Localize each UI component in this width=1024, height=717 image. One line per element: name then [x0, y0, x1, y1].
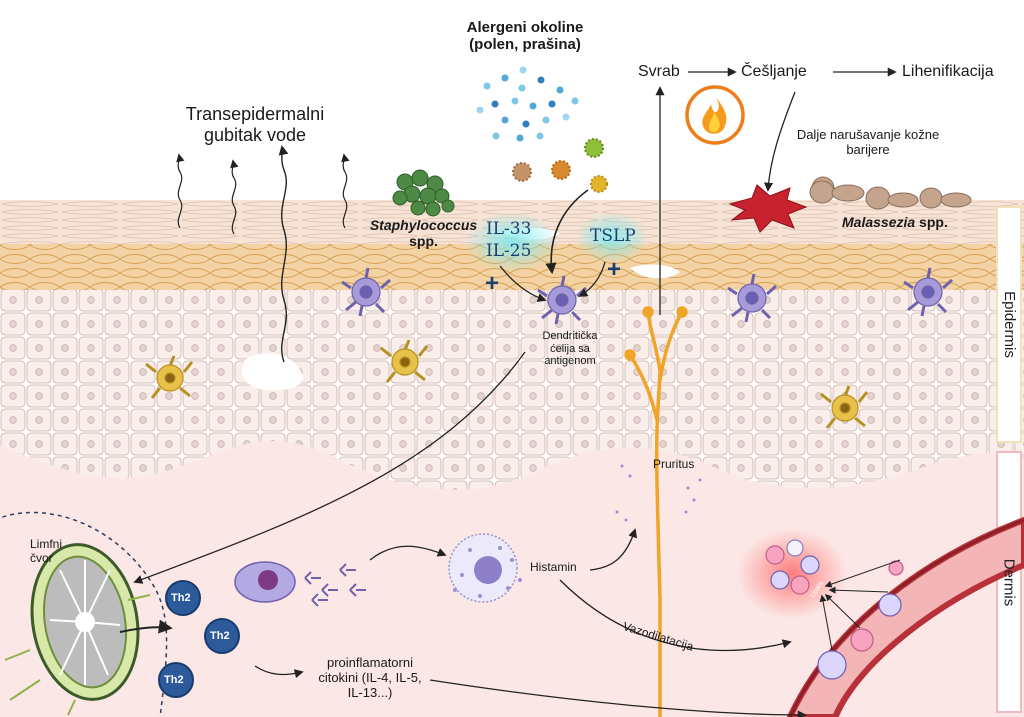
- th2-cells: [158, 580, 240, 698]
- pruritus-label: Pruritus: [653, 457, 695, 471]
- itch-label: Svrab: [638, 63, 680, 80]
- langerhans-cells: [341, 267, 953, 325]
- spinous-layer: [0, 290, 1024, 490]
- malassezia-cells: [809, 176, 972, 210]
- lichenification-label: Lihenifikacija: [902, 63, 994, 80]
- immune-cells: [765, 539, 904, 680]
- barrier-damage-star: [728, 184, 808, 233]
- lymph-node: [0, 511, 168, 717]
- th2-cell-label-3: Th2: [164, 674, 184, 686]
- flame-icon: [685, 85, 745, 145]
- il33-label: IL-33: [486, 219, 532, 239]
- scratching-label: Češljanje: [741, 63, 807, 80]
- epidermis-tag: Epidermis: [1000, 291, 1018, 358]
- mast-cell: [448, 533, 522, 603]
- histamine-label: Histamin: [530, 560, 577, 574]
- histamine-granules: [615, 464, 702, 522]
- plus-sign-left: +: [485, 270, 500, 297]
- il25-label: IL-25: [486, 241, 532, 261]
- malassezia-label: Malassezia spp.: [842, 214, 948, 230]
- melanocytes: [145, 339, 869, 429]
- th2-cell-label-2: Th2: [210, 630, 230, 642]
- tslp-label: TSLP: [590, 226, 636, 246]
- plasma-cell: [234, 561, 296, 603]
- nerve-fiber: [624, 306, 688, 717]
- plus-sign-right: +: [607, 256, 622, 283]
- th2-cell-label-1: Th2: [171, 592, 191, 604]
- staphylococcus-cluster: [392, 169, 455, 217]
- allergen-particles: [476, 66, 579, 142]
- water-loss-waves: [176, 145, 350, 363]
- epidermis-bracket: [996, 206, 1022, 443]
- ige-antibodies: [304, 563, 366, 607]
- dermis-tag: Dermis: [1000, 558, 1018, 606]
- allergens-label: Alergeni okoline(polen, prašina): [466, 19, 584, 54]
- pollen-grains: [512, 138, 608, 193]
- dermis-bracket: [996, 451, 1022, 713]
